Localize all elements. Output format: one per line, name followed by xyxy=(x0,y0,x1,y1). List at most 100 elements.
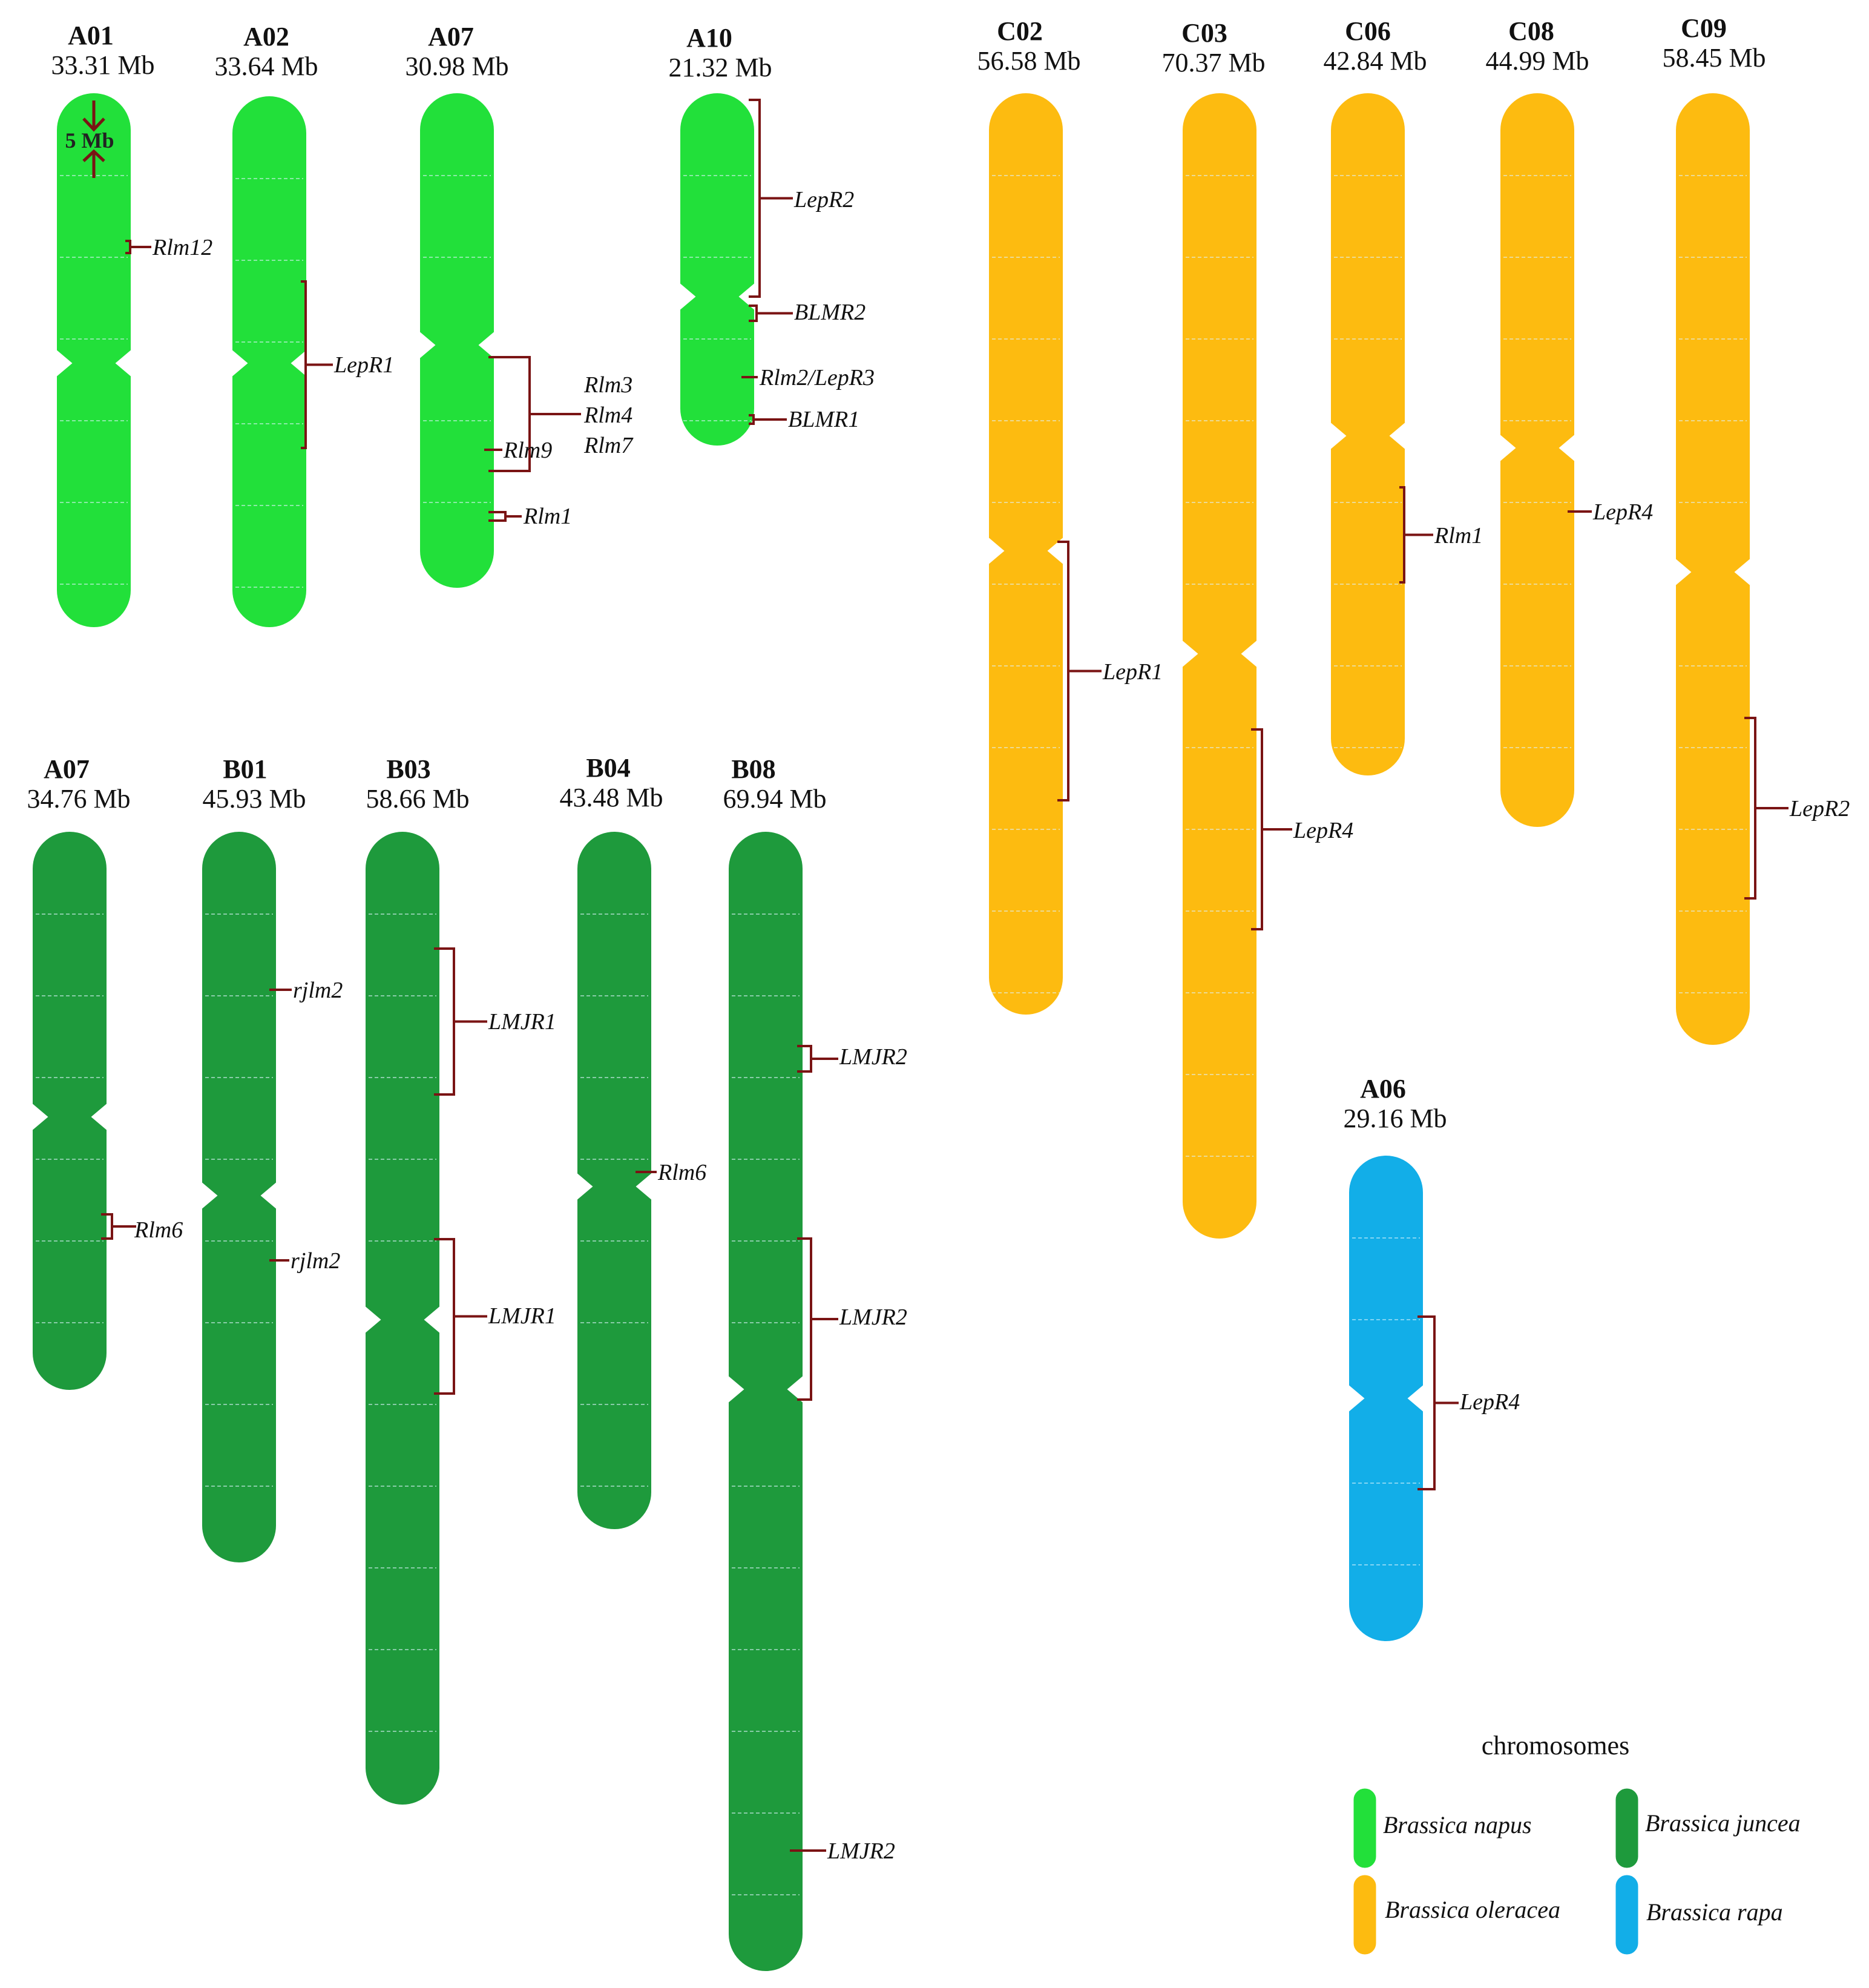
gene-label: Rlm6 xyxy=(134,1217,183,1243)
legend-label: Brassica rapa xyxy=(1646,1898,1783,1926)
gene-label: Rlm1 xyxy=(1434,523,1483,548)
gene-marker-blmr1: BLMR1 xyxy=(749,407,859,432)
gene-label: LMJR2 xyxy=(839,1044,907,1070)
legend-label: Brassica oleracea xyxy=(1385,1896,1560,1923)
gene-marker-lepr1: LepR1 xyxy=(1057,541,1163,801)
chromosome-name: A10 xyxy=(686,23,732,53)
chromosome-body xyxy=(202,832,276,1562)
gene-label: LMJR1 xyxy=(488,1303,556,1329)
gene-marker-rlm7: Rlm7 xyxy=(583,433,634,458)
gene-marker-rlm12: Rlm12 xyxy=(125,235,212,260)
gene-marker-rjlm2: rjlm2 xyxy=(269,1248,340,1274)
gene-label: Rlm9 xyxy=(503,438,552,463)
gene-label: rjlm2 xyxy=(291,1248,340,1274)
chromosome-body xyxy=(366,832,439,1805)
scale-label: 5 Mb xyxy=(65,128,114,153)
gene-label: LepR2 xyxy=(793,187,854,212)
gene-marker-rlm3: Rlm3 xyxy=(583,372,632,398)
gene-label: LMJR2 xyxy=(839,1305,907,1330)
chromosome-size: 69.94 Mb xyxy=(723,784,826,814)
gene-marker-lmjr1: LMJR1 xyxy=(434,947,556,1096)
chromosome-size: 21.32 Mb xyxy=(668,53,772,82)
chromosome-size: 58.66 Mb xyxy=(366,784,469,814)
chromosome-body xyxy=(577,832,651,1529)
chromosome-size: 33.31 Mb xyxy=(51,50,154,80)
gene-label: LepR4 xyxy=(1459,1389,1520,1415)
scale-arrowhead-top xyxy=(82,117,105,132)
gene-marker-rlm9: Rlm9 xyxy=(484,438,552,463)
gene-marker-rjlm2: rjlm2 xyxy=(269,978,343,1003)
gene-marker-blmr2: BLMR2 xyxy=(749,300,866,325)
gene-marker-lepr4: LepR4 xyxy=(1568,499,1653,525)
gene-marker-lmjr2: LMJR2 xyxy=(790,1838,895,1864)
legend-title: chromosomes xyxy=(1482,1731,1629,1760)
gene-marker-rlm1: Rlm1 xyxy=(488,504,572,529)
gene-label: LepR4 xyxy=(1592,499,1653,525)
gene-label: rjlm2 xyxy=(293,978,343,1003)
gene-label: LepR4 xyxy=(1293,818,1353,843)
chromosome-size: 33.64 Mb xyxy=(214,51,318,81)
gene-marker-lmjr2: LMJR2 xyxy=(797,1044,907,1073)
chromosome-body xyxy=(1676,93,1750,1045)
chromosome-size: 30.98 Mb xyxy=(405,51,508,81)
chromosome-size: 44.99 Mb xyxy=(1485,46,1589,76)
legend-item-napus: Brassica napus xyxy=(1353,1788,1532,1868)
gene-label: Rlm12 xyxy=(152,235,212,260)
gene-marker-rlm1: Rlm1 xyxy=(1399,486,1483,584)
gene-label: Rlm1 xyxy=(523,504,572,529)
gene-label: Rlm4 xyxy=(583,403,632,428)
chromosome-size: 45.93 Mb xyxy=(202,784,306,814)
chromosome-name: C02 xyxy=(997,16,1043,46)
chromosome-name: A07 xyxy=(44,754,90,784)
chromosome-name: A06 xyxy=(1360,1074,1406,1104)
chromosome-body xyxy=(33,832,107,1390)
chromosome-size: 42.84 Mb xyxy=(1323,46,1427,76)
chromosome-name: B03 xyxy=(386,754,430,784)
chromosome-size: 29.16 Mb xyxy=(1343,1104,1447,1133)
chromosome-name: B08 xyxy=(731,754,775,784)
chromosome-body xyxy=(680,93,754,446)
chromosome-name: A07 xyxy=(428,22,474,51)
legend-swatch xyxy=(1615,1875,1638,1955)
chromosome-name: C03 xyxy=(1181,18,1227,48)
gene-marker-lepr4: LepR4 xyxy=(1417,1315,1520,1490)
gene-marker-lmjr1: LMJR1 xyxy=(434,1238,556,1395)
gene-label: Rlm7 xyxy=(583,433,634,458)
chromosome-body xyxy=(989,93,1063,1015)
scale-marker: 5 Mb xyxy=(65,100,114,178)
chromosome-size: 70.37 Mb xyxy=(1161,48,1265,77)
chromosome-body xyxy=(1183,93,1256,1239)
gene-marker-rlm2-lepr3: Rlm2/LepR3 xyxy=(741,365,875,390)
gene-label: LMJR2 xyxy=(827,1838,895,1864)
chromosome-body xyxy=(729,832,803,1971)
chromosome-size: 43.48 Mb xyxy=(559,783,663,812)
chromosome-body xyxy=(1331,93,1405,775)
chromosome-body xyxy=(420,93,494,588)
gene-label: Rlm3 xyxy=(583,372,632,398)
legend-swatch xyxy=(1615,1788,1638,1868)
chromosome-body xyxy=(232,96,306,627)
chromosome-body xyxy=(1349,1156,1423,1641)
legend-swatch xyxy=(1353,1875,1376,1955)
legend-item-oleracea: Brassica oleracea xyxy=(1353,1875,1560,1955)
legend-swatch xyxy=(1353,1788,1376,1868)
gene-label: BLMR2 xyxy=(794,300,866,325)
chromosome-size: 58.45 Mb xyxy=(1662,43,1766,73)
